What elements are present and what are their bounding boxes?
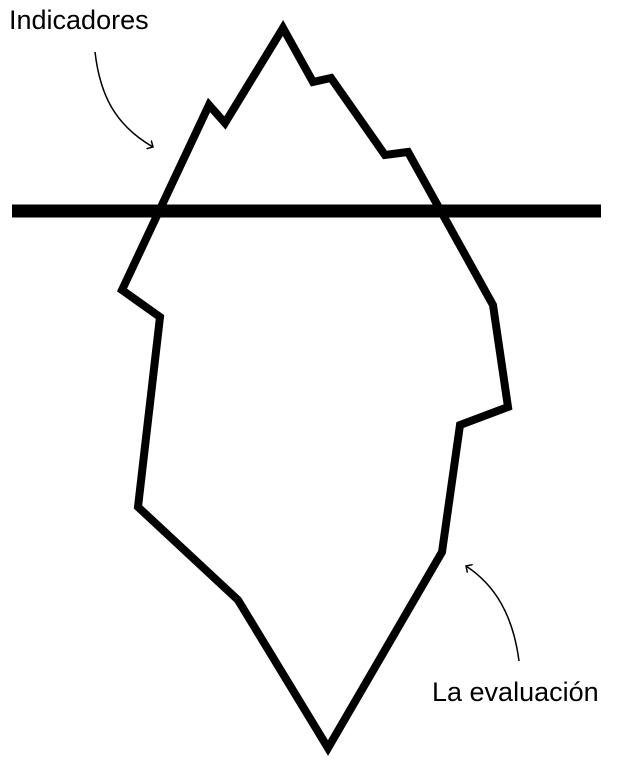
label-indicadores: Indicadores [9,4,149,36]
iceberg-outline [122,28,508,748]
arrow-to-tip [95,52,153,147]
label-la-evaluacion: La evaluación [432,676,599,708]
arrow-to-base [466,566,519,661]
